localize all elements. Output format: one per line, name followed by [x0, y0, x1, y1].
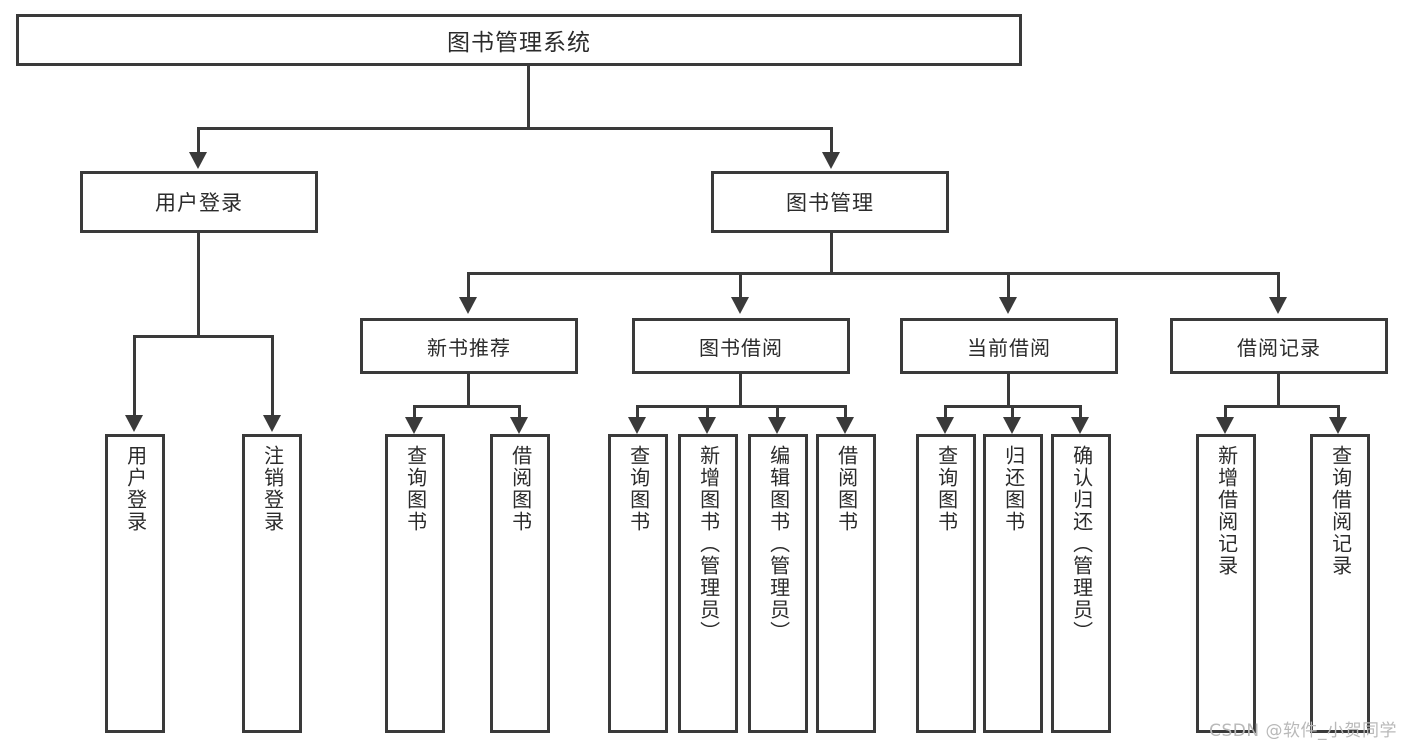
connector-to-leaf-query-book-1 — [413, 405, 416, 419]
node-book-management-system[interactable]: 图书管理系统 — [16, 14, 1022, 66]
node-label: 查询图书 — [934, 445, 959, 533]
csdn-watermark: CSDN @软件_小贺同学 — [1209, 721, 1397, 741]
connector-user-login-bar — [133, 335, 274, 338]
node-book-management[interactable]: 图书管理 — [711, 171, 949, 233]
arrowhead-leaf-query-book-1 — [405, 417, 423, 434]
connector-new-book-recommend-trunk — [467, 374, 470, 405]
connector-to-leaf-confirm-return — [1079, 405, 1082, 419]
connector-to-leaf-borrow-book-1 — [518, 405, 521, 419]
connector-root-bar — [197, 127, 833, 130]
node-label: 确认归还（管理员） — [1069, 445, 1094, 643]
node-current-borrow[interactable]: 当前借阅 — [900, 318, 1118, 374]
connector-book-management-trunk — [830, 233, 833, 272]
node-leaf-borrow-book-1[interactable]: 借阅图书 — [490, 434, 550, 733]
connector-to-leaf-logout-login — [271, 335, 274, 417]
node-label: 查询借阅记录 — [1328, 445, 1353, 577]
arrowhead-leaf-borrow-book-2 — [836, 417, 854, 434]
connector-book-borrow-trunk — [739, 374, 742, 405]
arrowhead-leaf-borrow-book-1 — [510, 417, 528, 434]
arrowhead-leaf-add-record — [1216, 417, 1234, 434]
node-book-borrow[interactable]: 图书借阅 — [632, 318, 850, 374]
connector-to-leaf-user-login — [133, 335, 136, 417]
arrowhead-leaf-add-book — [698, 417, 716, 434]
node-label: 注销登录 — [260, 445, 285, 533]
connector-to-book-borrow — [739, 272, 742, 299]
arrowhead-leaf-return-book — [1003, 417, 1021, 434]
node-label: 借阅图书 — [834, 445, 859, 533]
node-label: 归还图书 — [1001, 445, 1026, 533]
node-leaf-borrow-book-2[interactable]: 借阅图书 — [816, 434, 876, 733]
node-label: 用户登录 — [155, 191, 243, 215]
connector-to-leaf-borrow-book-2 — [844, 405, 847, 419]
node-new-book-recommend[interactable]: 新书推荐 — [360, 318, 578, 374]
node-user-login[interactable]: 用户登录 — [80, 171, 318, 233]
connector-to-current-borrow — [1007, 272, 1010, 299]
connector-new-book-recommend-bar — [413, 405, 521, 408]
node-leaf-add-record[interactable]: 新增借阅记录 — [1196, 434, 1256, 733]
node-borrow-record[interactable]: 借阅记录 — [1170, 318, 1388, 374]
arrowhead-new-book-recommend — [459, 297, 477, 314]
arrowhead-leaf-query-book-2 — [628, 417, 646, 434]
node-label: 查询图书 — [626, 445, 651, 533]
connector-to-leaf-query-record — [1337, 405, 1340, 419]
connector-borrow-record-trunk — [1277, 374, 1280, 405]
connector-book-management-bar — [467, 272, 1280, 275]
connector-to-leaf-return-book — [1011, 405, 1014, 419]
node-leaf-add-book[interactable]: 新增图书（管理员） — [678, 434, 738, 733]
node-label: 新增借阅记录 — [1214, 445, 1239, 577]
node-label: 编辑图书（管理员） — [766, 445, 791, 643]
node-label: 图书管理 — [786, 191, 874, 215]
node-label: 借阅记录 — [1237, 335, 1321, 360]
arrowhead-book-management — [822, 152, 840, 169]
connector-root-trunk — [527, 66, 530, 127]
node-label: 图书管理系统 — [447, 30, 591, 56]
connector-book-borrow-bar — [636, 405, 847, 408]
node-leaf-user-login[interactable]: 用户登录 — [105, 434, 165, 733]
arrowhead-book-borrow — [731, 297, 749, 314]
node-label: 新书推荐 — [427, 335, 511, 360]
node-leaf-return-book[interactable]: 归还图书 — [983, 434, 1043, 733]
connector-to-leaf-query-book-3 — [944, 405, 947, 419]
arrowhead-leaf-edit-book — [768, 417, 786, 434]
arrowhead-leaf-query-record — [1329, 417, 1347, 434]
node-label: 用户登录 — [123, 445, 148, 533]
connector-root-to-user-login — [197, 127, 200, 154]
node-leaf-query-book-2[interactable]: 查询图书 — [608, 434, 668, 733]
connector-to-leaf-add-record — [1224, 405, 1227, 419]
connector-to-leaf-edit-book — [776, 405, 779, 419]
node-label: 图书借阅 — [699, 335, 783, 360]
arrowhead-borrow-record — [1269, 297, 1287, 314]
connector-root-to-book-management — [830, 127, 833, 154]
node-label: 当前借阅 — [967, 335, 1051, 360]
arrowhead-leaf-confirm-return — [1071, 417, 1089, 434]
connector-to-leaf-add-book — [706, 405, 709, 419]
node-leaf-query-book-3[interactable]: 查询图书 — [916, 434, 976, 733]
connector-current-borrow-trunk — [1007, 374, 1010, 405]
arrowhead-leaf-logout-login — [263, 415, 281, 432]
arrowhead-user-login — [189, 152, 207, 169]
node-leaf-logout-login[interactable]: 注销登录 — [242, 434, 302, 733]
node-leaf-edit-book[interactable]: 编辑图书（管理员） — [748, 434, 808, 733]
node-label: 新增图书（管理员） — [696, 445, 721, 643]
connector-to-new-book-recommend — [467, 272, 470, 299]
connector-to-borrow-record — [1277, 272, 1280, 299]
arrowhead-leaf-query-book-3 — [936, 417, 954, 434]
connector-to-leaf-query-book-2 — [636, 405, 639, 419]
node-label: 查询图书 — [403, 445, 428, 533]
arrowhead-current-borrow — [999, 297, 1017, 314]
node-label: 借阅图书 — [508, 445, 533, 533]
node-leaf-confirm-return[interactable]: 确认归还（管理员） — [1051, 434, 1111, 733]
connector-user-login-trunk — [197, 233, 200, 335]
node-leaf-query-record[interactable]: 查询借阅记录 — [1310, 434, 1370, 733]
node-leaf-query-book-1[interactable]: 查询图书 — [385, 434, 445, 733]
arrowhead-leaf-user-login — [125, 415, 143, 432]
connector-borrow-record-bar — [1224, 405, 1340, 408]
